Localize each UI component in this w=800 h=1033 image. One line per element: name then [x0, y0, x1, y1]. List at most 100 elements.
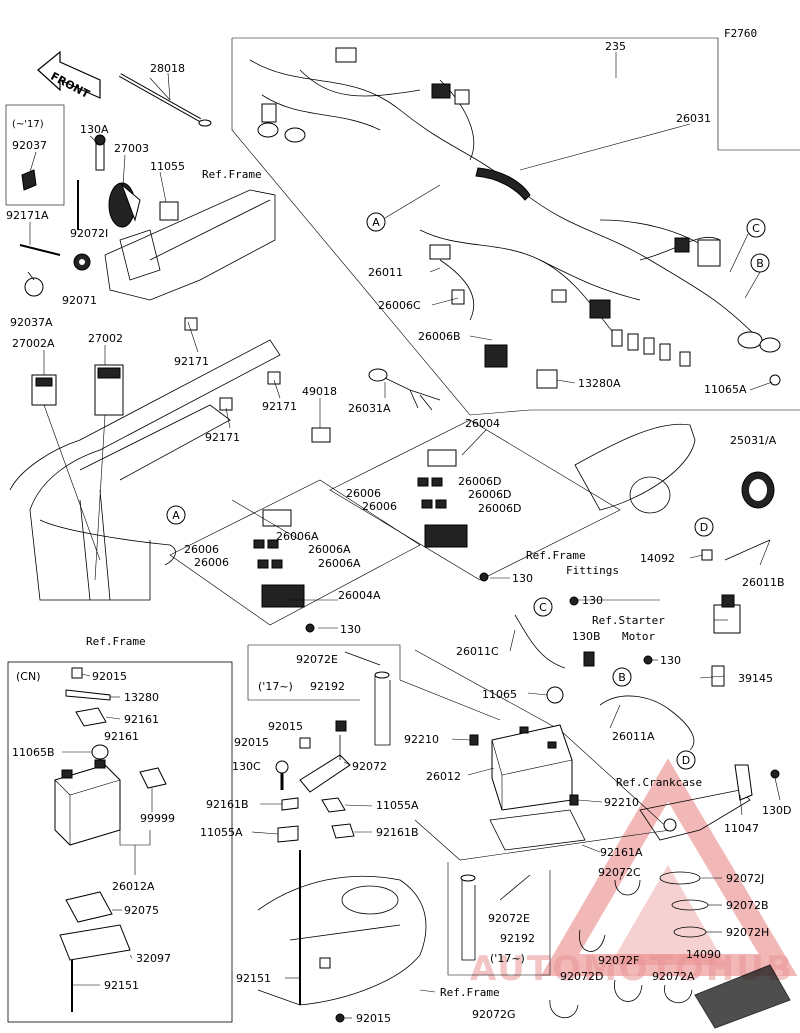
label-26011A: 26011A — [612, 730, 655, 743]
watermark-logo: AUTOMOTOHUB — [470, 758, 798, 989]
label-26006D-a: 26006D — [458, 475, 501, 488]
label-92072D: 92072D — [560, 970, 603, 983]
label-cn-26012A: 26012A — [112, 880, 155, 893]
label-27002A: 27002A — [12, 337, 55, 350]
label-26011: 26011 — [368, 266, 403, 279]
part-92037-clip — [21, 169, 37, 191]
label-92037: 92037 — [12, 139, 47, 152]
ref-crankcase — [639, 764, 780, 841]
clamp-92072A — [664, 984, 693, 1004]
label-27003: 27003 — [114, 142, 149, 155]
ref-frame-fittings-1: Ref.Frame — [526, 549, 586, 562]
label-14090: 14090 — [686, 948, 721, 961]
part-14092-cap — [701, 549, 713, 561]
label-26006-d: 26006 — [194, 556, 229, 569]
label-92072E: 92072E — [296, 653, 338, 666]
label-130A: 130A — [80, 123, 109, 136]
label-cn-92075: 92075 — [124, 904, 159, 917]
part-92071-grommet — [73, 253, 91, 271]
label-92171A: 92171A — [6, 209, 49, 222]
label-130C: 130C — [232, 760, 261, 773]
label-27002: 27002 — [88, 332, 123, 345]
label-92210-a: 92210 — [404, 733, 439, 746]
label-cn: (CN) — [16, 670, 41, 683]
label-26006-b: 26006 — [362, 500, 397, 513]
label-92072E-b: 92072E — [488, 912, 530, 925]
part-92161A-pad — [489, 809, 586, 851]
clamp-92072G — [549, 999, 579, 1019]
callout-D-lower: D — [676, 750, 696, 770]
label-11065A: 11065A — [704, 383, 747, 396]
part-26012-battery — [491, 724, 573, 811]
part-92210-a — [469, 734, 479, 746]
label-13280A: 13280A — [578, 377, 621, 390]
bolt-130-a — [479, 572, 489, 582]
label-26011B: 26011B — [742, 576, 785, 589]
label-26006A-c: 26006A — [318, 557, 361, 570]
label-92072: 92072 — [352, 760, 387, 773]
ref-starter-motor — [713, 594, 741, 634]
nut-92015-b — [299, 737, 311, 749]
label-92072C: 92072C — [598, 866, 641, 879]
callout-B-lower: B — [612, 667, 632, 687]
label-92072J: 92072J — [726, 872, 764, 885]
part-11065-cap — [546, 686, 564, 704]
part-27002A-relay — [31, 374, 57, 406]
leader-lines — [29, 52, 781, 1019]
ref-frame-left: Ref.Frame — [86, 635, 146, 648]
label-26006B: 26006B — [418, 330, 461, 343]
ref-starter-2: Motor — [622, 630, 655, 643]
label-92015-c: 92015 — [356, 1012, 391, 1025]
label-26006D-b: 26006D — [468, 488, 511, 501]
part-92037A-clip — [24, 271, 44, 297]
part-28018 — [119, 73, 212, 127]
svg-text:C: C — [539, 601, 547, 614]
part-92171A-clamp — [19, 244, 61, 256]
clamp-92072D — [578, 929, 606, 952]
label-cn-92161-a: 92161 — [124, 713, 159, 726]
diagram-code: F2760 — [724, 27, 757, 40]
label-17up: ('17~) — [258, 680, 293, 693]
label-92161B-a: 92161B — [206, 798, 249, 811]
callout-D-upper: D — [694, 517, 714, 537]
label-26006D-c: 26006D — [478, 502, 521, 515]
label-92192-b: 92192 — [500, 932, 535, 945]
label-28018: 28018 — [150, 62, 185, 75]
label-14092: 14092 — [640, 552, 675, 565]
label-cn-92161-b: 92161 — [104, 730, 139, 743]
frame-lower — [257, 850, 427, 1023]
svg-text:A: A — [372, 216, 380, 229]
label-cn-92151: 92151 — [104, 979, 139, 992]
label-92171-a: 92171 — [174, 355, 209, 368]
cn-sheet-92075 — [65, 891, 113, 923]
label-cn-92015: 92015 — [92, 670, 127, 683]
label-92015-a: 92015 — [268, 720, 303, 733]
label-26004: 26004 — [465, 417, 500, 430]
label-130D: 130D — [762, 804, 791, 817]
label-92161A: 92161A — [600, 846, 643, 859]
ref-crankcase-label: Ref.Crankcase — [616, 776, 702, 789]
label-92071: 92071 — [62, 294, 97, 307]
cn-label-99999 — [139, 767, 167, 789]
label-130-a: 130 — [512, 572, 533, 585]
front-arrow-icon: FRONT — [37, 50, 101, 101]
cn-bar-13280 — [65, 689, 111, 701]
year-box-lower — [447, 862, 551, 976]
label-92171-c: 92171 — [205, 431, 240, 444]
label-92072B: 92072B — [726, 899, 769, 912]
svg-text:D: D — [700, 521, 708, 534]
part-11055A-b — [321, 797, 346, 813]
label-92072H: 92072H — [726, 926, 769, 939]
part-labels: 28018 235 26031 130A 27003 11055 (~'17) … — [6, 40, 791, 1025]
part-26011C-cable — [514, 614, 566, 669]
label-26004A: 26004A — [338, 589, 381, 602]
label-92072F: 92072F — [598, 954, 639, 967]
cn-battery-26012A — [54, 744, 121, 846]
part-130A-bolt — [94, 134, 106, 171]
part-14090-cover — [694, 964, 791, 1029]
clamp-92072F — [614, 979, 643, 1002]
svg-text:B: B — [618, 671, 626, 684]
label-92171-b: 92171 — [262, 400, 297, 413]
label-cn-32097: 32097 — [136, 952, 171, 965]
